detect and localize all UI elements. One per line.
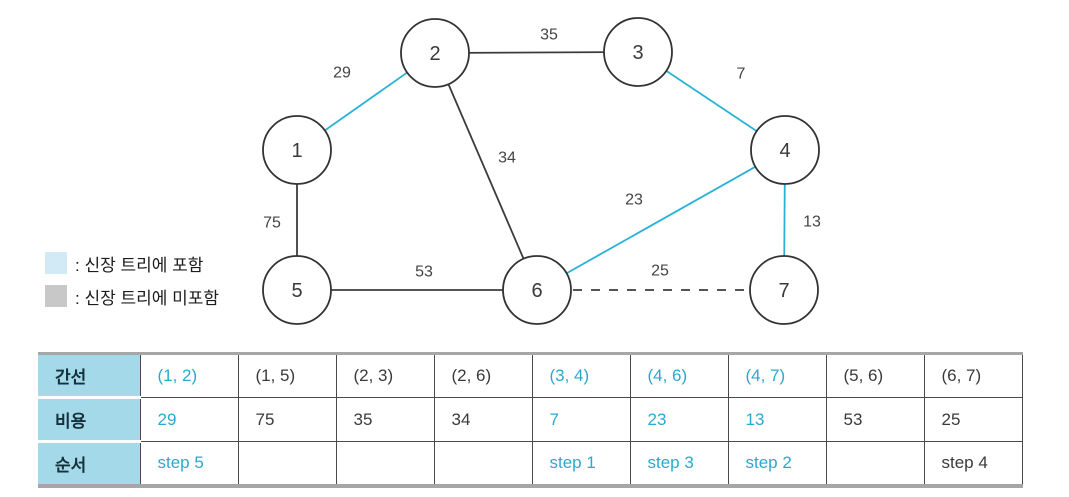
cell-cost-col5: 7 bbox=[531, 397, 631, 442]
graph-node-3 bbox=[603, 17, 673, 87]
graph-node-label-5: 5 bbox=[291, 280, 302, 302]
row-header-edge: 간선 bbox=[38, 353, 141, 399]
cell-cost-col4: 34 bbox=[433, 397, 533, 442]
cell-cost-col6: 23 bbox=[629, 397, 729, 442]
cell-step-col8 bbox=[825, 441, 925, 486]
legend-item-included: : 신장 트리에 포함 bbox=[45, 252, 219, 275]
cell-edge-col2: (1, 5) bbox=[237, 353, 337, 398]
cell-step-col7: step 2 bbox=[727, 441, 827, 486]
edge-cost-step-table: 간선(1, 2)(1, 5)(2, 3)(2, 6)(3, 4)(4, 6)(4… bbox=[38, 352, 1023, 488]
cell-edge-col3: (2, 3) bbox=[335, 353, 435, 398]
cell-edge-col6: (4, 6) bbox=[629, 353, 729, 398]
cell-cost-col7: 13 bbox=[727, 397, 827, 442]
edge-weight-5-6: 53 bbox=[415, 264, 433, 281]
cell-edge-col9: (6, 7) bbox=[923, 353, 1023, 398]
cell-step-col5: step 1 bbox=[531, 441, 631, 486]
graph-node-7 bbox=[749, 255, 819, 325]
graph-node-label-2: 2 bbox=[429, 43, 440, 65]
cell-step-col9: step 4 bbox=[923, 441, 1023, 486]
graph-node-4 bbox=[750, 115, 820, 185]
graph-node-label-7: 7 bbox=[778, 280, 789, 302]
row-header-step: 순서 bbox=[38, 441, 141, 486]
edge-weight-4-6: 23 bbox=[625, 192, 643, 209]
edge-weight-2-3: 35 bbox=[540, 27, 558, 44]
cell-cost-col3: 35 bbox=[335, 397, 435, 442]
excluded-from-tree-label: : 신장 트리에 미포함 bbox=[75, 288, 220, 308]
graph-node-label-3: 3 bbox=[632, 42, 643, 64]
cell-edge-col1: (1, 2) bbox=[139, 353, 239, 398]
cell-step-col1: step 5 bbox=[139, 441, 239, 486]
edge-2-6 bbox=[434, 52, 538, 291]
cell-cost-col2: 75 bbox=[237, 397, 337, 442]
cell-cost-col1: 29 bbox=[139, 397, 239, 442]
cell-step-col6: step 3 bbox=[629, 441, 729, 486]
edge-4-6 bbox=[536, 149, 786, 291]
graph-node-1 bbox=[262, 115, 332, 185]
edge-weight-6-7: 25 bbox=[651, 263, 669, 280]
graph-node-2 bbox=[400, 18, 470, 88]
cell-edge-col8: (5, 6) bbox=[825, 353, 925, 398]
cell-edge-col7: (4, 7) bbox=[727, 353, 827, 398]
cell-step-col4 bbox=[433, 441, 533, 486]
edge-weight-4-7: 13 bbox=[803, 214, 821, 231]
cell-edge-col4: (2, 6) bbox=[433, 353, 533, 398]
table-row-edge: 간선(1, 2)(1, 5)(2, 3)(2, 6)(3, 4)(4, 6)(4… bbox=[38, 353, 1023, 399]
legend-item-excluded: : 신장 트리에 미포함 bbox=[45, 285, 220, 308]
graph-node-label-6: 6 bbox=[531, 280, 542, 302]
edge-weight-1-5: 75 bbox=[263, 215, 281, 232]
excluded-from-tree-swatch bbox=[45, 285, 67, 307]
edge-weight-2-6: 34 bbox=[498, 150, 516, 167]
cell-edge-col5: (3, 4) bbox=[531, 353, 631, 398]
cell-cost-col9: 25 bbox=[923, 397, 1023, 442]
cell-step-col2 bbox=[237, 441, 337, 486]
graph-node-label-4: 4 bbox=[779, 140, 790, 162]
legend: : 신장 트리에 포함 : 신장 트리에 미포함 bbox=[45, 252, 220, 308]
graph-node-5 bbox=[262, 255, 332, 325]
row-header-cost: 비용 bbox=[38, 397, 141, 443]
graph-node-label-1: 1 bbox=[291, 140, 302, 162]
included-in-tree-label: : 신장 트리에 포함 bbox=[75, 255, 204, 275]
edge-weight-1-2: 29 bbox=[333, 65, 351, 82]
edge-weight-3-4: 7 bbox=[737, 66, 746, 83]
cell-cost-col8: 53 bbox=[825, 397, 925, 442]
included-in-tree-swatch bbox=[45, 252, 67, 274]
cell-step-col3 bbox=[335, 441, 435, 486]
graph-node-6 bbox=[502, 255, 572, 325]
